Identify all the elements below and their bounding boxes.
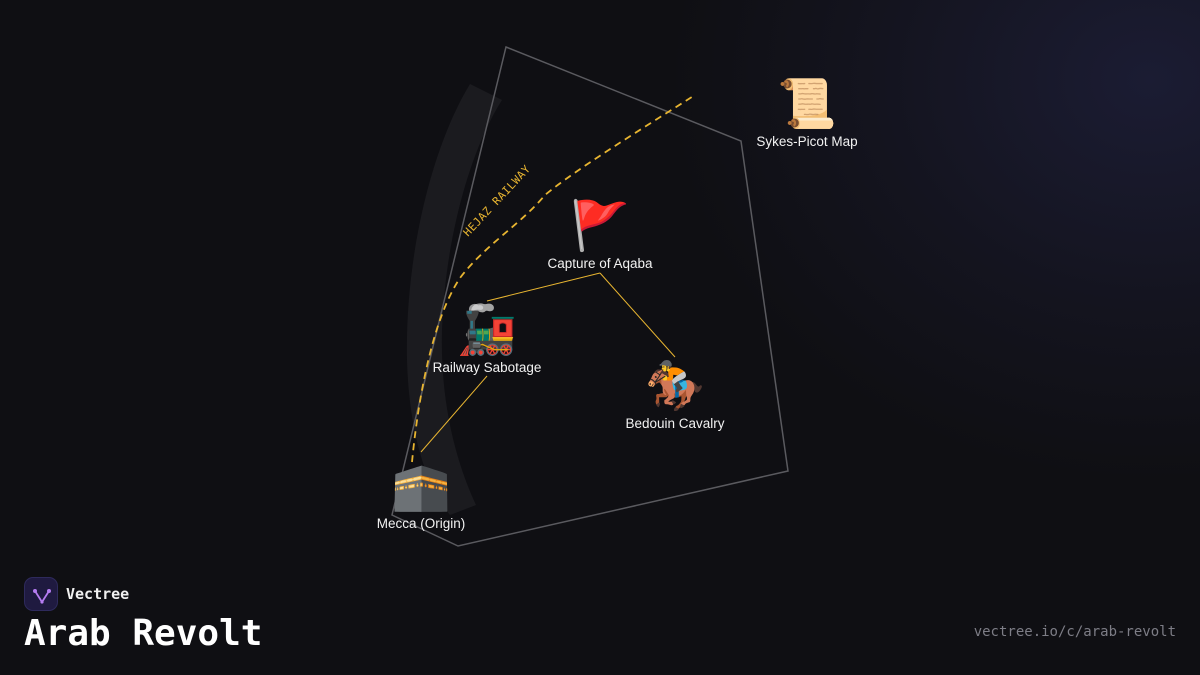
node-label: Bedouin Cavalry xyxy=(625,416,725,431)
edge-railway-sabotage-capture-aqaba xyxy=(486,272,601,302)
vectree-logo-icon xyxy=(24,577,58,611)
railway-label: HEJAZ RAILWAY xyxy=(461,162,534,239)
node-sykes-picot[interactable]: 📜 Sykes-Picot Map xyxy=(756,76,857,149)
page-title: Arab Revolt xyxy=(24,613,263,654)
kaaba-icon: 🕋 xyxy=(391,458,451,514)
source-url[interactable]: vectree.io/c/arab-revolt xyxy=(973,624,1176,640)
edge-mecca-railway-sabotage xyxy=(420,375,488,453)
region-outline xyxy=(391,45,789,547)
node-railway-sabotage[interactable]: 🚂 Railway Sabotage xyxy=(433,302,542,375)
node-label: Sykes-Picot Map xyxy=(756,134,858,149)
node-capture-aqaba[interactable]: 🚩 Capture of Aqaba xyxy=(547,198,652,271)
brand-name: Vectree xyxy=(66,585,130,603)
locomotive-icon: 🚂 xyxy=(457,302,517,358)
scroll-icon: 📜 xyxy=(777,76,837,132)
node-label: Mecca (Origin) xyxy=(376,516,466,531)
node-label: Capture of Aqaba xyxy=(547,256,653,271)
node-bedouin-cavalry[interactable]: 🏇 Bedouin Cavalry xyxy=(625,358,724,431)
edge-capture-aqaba-bedouin-cavalry xyxy=(599,272,676,358)
horse-racing-icon: 🏇 xyxy=(645,358,705,414)
brand[interactable]: Vectree xyxy=(24,577,129,611)
node-label: Railway Sabotage xyxy=(432,360,542,375)
red-flag-icon: 🚩 xyxy=(570,198,630,254)
node-mecca[interactable]: 🕋 Mecca (Origin) xyxy=(377,458,466,531)
hejaz-railway-line xyxy=(411,94,696,463)
coastline-shape xyxy=(406,84,502,515)
